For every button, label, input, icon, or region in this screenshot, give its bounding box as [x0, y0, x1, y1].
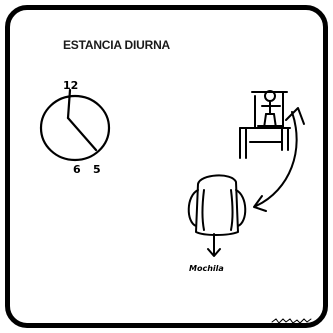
author-signature [0, 0, 333, 333]
